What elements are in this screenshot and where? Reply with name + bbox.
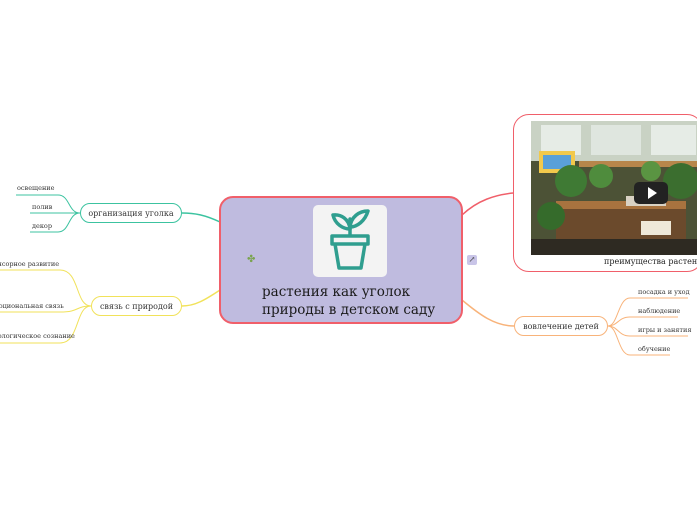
classroom-plants-image (531, 121, 697, 255)
leaf-sensory[interactable]: сенсорное развитие (0, 260, 59, 268)
leaf-emotional[interactable]: эмоциональная связь (0, 302, 64, 310)
central-title-line2: природы в детском саду (262, 301, 462, 319)
video-thumbnail[interactable] (531, 121, 697, 255)
central-topic[interactable]: ✤ растения как уголок природы в детском … (219, 196, 463, 324)
leaf-lighting[interactable]: освещение (17, 184, 54, 192)
potted-plant-icon (313, 205, 387, 277)
leaf-ecological[interactable]: экологическое сознание (0, 332, 75, 340)
leaf-decor[interactable]: декор (32, 222, 52, 230)
external-link-icon[interactable]: ↗ (467, 255, 477, 265)
leaf-observation[interactable]: наблюдение (638, 307, 680, 315)
connector-organization (182, 213, 220, 222)
branch-involvement[interactable]: вовлечение детей (514, 316, 608, 336)
branch-nature[interactable]: связь с природой (91, 296, 182, 316)
leaf-learning[interactable]: обучение (638, 345, 670, 353)
media-caption: преимущества растений (604, 257, 697, 266)
leaf-games[interactable]: игры и занятия (638, 326, 691, 334)
play-icon[interactable] (634, 182, 668, 204)
leaf-planting[interactable]: посадка и уход (638, 288, 690, 296)
media-node[interactable]: преимущества растений (513, 114, 697, 272)
central-title: растения как уголок природы в детском са… (262, 283, 462, 319)
leaf-watering[interactable]: полив (32, 203, 52, 211)
connector-involvement (462, 300, 514, 326)
branch-organization[interactable]: организация уголка (80, 203, 182, 223)
connector-media (462, 193, 513, 215)
sprout-icon: ✤ (247, 254, 255, 265)
connector-nature (182, 290, 220, 306)
central-title-line1: растения как уголок (262, 283, 462, 301)
